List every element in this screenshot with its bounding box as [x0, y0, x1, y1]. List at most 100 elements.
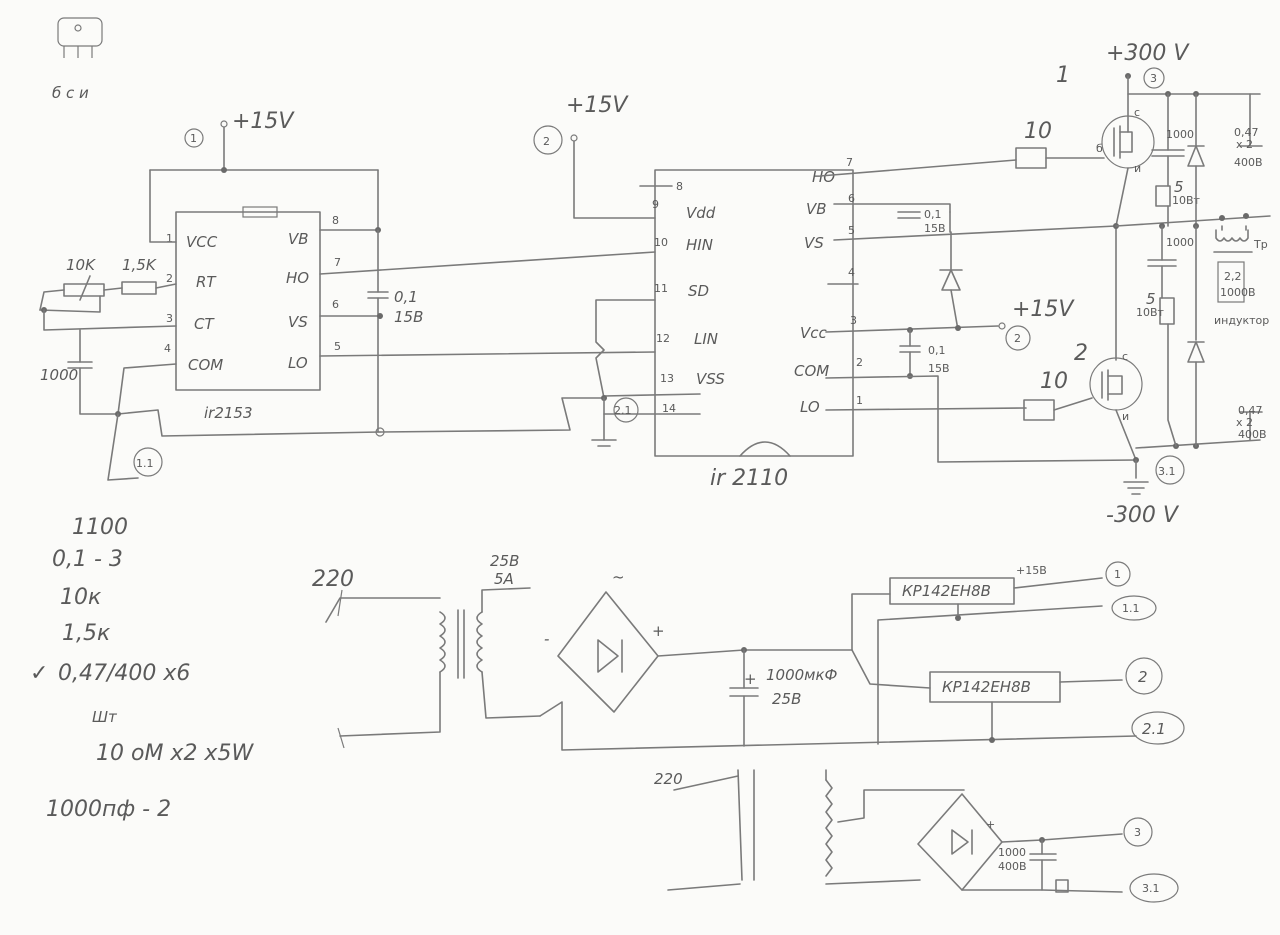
ir2110-pin-num: 5	[848, 224, 855, 237]
ir2110-pin-name: HO	[812, 168, 835, 186]
ir2153-pin-num: 3	[166, 312, 173, 325]
ir2110-vcc-cap-value: 0,1	[928, 344, 946, 357]
parts-scribble: Шт	[92, 708, 118, 726]
minus-symbol: -	[544, 630, 549, 648]
psu-mains-label: 220	[312, 567, 354, 592]
ir2110-pin-name: LIN	[694, 330, 718, 348]
ir2153-boot-cap-value: 0,1	[394, 288, 418, 306]
psu-filter-cap: 1000мкФ	[766, 666, 838, 684]
plus-symbol: +	[652, 622, 665, 640]
node-2-1-label: 2.1	[614, 404, 632, 417]
ir2153-pin-name: CT	[194, 315, 215, 333]
ir2110-pin-num: 10	[654, 236, 668, 249]
ir2110-boot-cap-value: 0,1	[924, 208, 942, 221]
ir2110-boot-cap-voltage: 15B	[924, 222, 946, 235]
psu-transformer-secondary	[476, 611, 483, 673]
ir2110-section: ir 2110 2 +15V 8 9 Vdd 10 HIN 11 SD 12 L…	[533, 93, 1137, 491]
regulator-1-label: КР142ЕН8В	[902, 582, 991, 600]
ir2110-pin-name: VB	[806, 200, 827, 218]
cap-top-value: 0,47	[1234, 126, 1259, 139]
snub-c-bot: 1000	[1166, 236, 1194, 249]
pinout-note: б с и	[52, 84, 89, 102]
parts-item: 0,1 - 3	[52, 547, 123, 572]
ir2153-pin-name: COM	[188, 356, 223, 374]
snub-r-top: 5	[1174, 178, 1184, 196]
node-1-1-label: 1.1	[136, 457, 154, 470]
output-transformer	[1215, 229, 1249, 242]
node-3-label: 3	[1150, 72, 1157, 85]
out-2-label: 2	[1138, 668, 1148, 686]
ir2110-pin-num: 12	[656, 332, 670, 345]
psu-filter-voltage: 25В	[772, 690, 801, 708]
ir2110-pin-num: 7	[846, 156, 853, 169]
cap-bot-voltage: 400В	[1238, 428, 1267, 441]
regulator-1	[889, 577, 1015, 605]
ir2110-pin-name: VSS	[696, 370, 725, 388]
ir2153-pin-name: VCC	[186, 233, 218, 251]
low-voltage-psu: 220 25B 5A ~ + - + 1000мкФ 25В КР142ЕН8В…	[312, 552, 1185, 751]
ac-symbol: ~	[612, 568, 625, 586]
filter-plus-symbol: +	[744, 670, 757, 688]
node-1-label: 1	[190, 132, 197, 145]
out-3-label: 3	[1134, 826, 1141, 839]
ir2110-pin-name: HIN	[686, 236, 713, 254]
resonant-cap-voltage: 1000В	[1220, 286, 1256, 299]
psu-sec-voltage: 25B	[490, 552, 519, 570]
ir2153-pin-num: 4	[164, 342, 171, 355]
ir2153-supply-label: +15V	[232, 109, 295, 134]
ir2110-pin-num: 13	[660, 372, 674, 385]
mosfet-low	[1089, 357, 1143, 411]
ir2153-pin-num: 5	[334, 340, 341, 353]
mos-source-label: и	[1134, 162, 1141, 175]
snub-r-top-w: 10Вт	[1172, 194, 1201, 207]
ir2110-pin-num: 3	[850, 314, 857, 327]
ir2110-pin-num: 11	[654, 282, 668, 295]
ir2110-pin-name: Vcc	[800, 324, 828, 342]
ir2110-pin-num: 2	[856, 356, 863, 369]
hv-rectifier-bridge	[917, 793, 1003, 891]
sheet-number: 1	[1056, 63, 1070, 88]
ct-cap-label: 1000	[40, 366, 78, 384]
ir2110-vcc-supply: +15V	[1012, 297, 1075, 322]
gate-r-high-label: 10	[1024, 119, 1052, 144]
ir2153-pin-num: 6	[332, 298, 339, 311]
ir2153-pin-name: VS	[288, 313, 308, 331]
parts-item: 10к	[60, 585, 102, 610]
cap-top-voltage: 400В	[1234, 156, 1263, 169]
transistor-pinout-sketch: б с и	[52, 17, 103, 102]
r2-label: 1,5K	[122, 256, 157, 274]
hv-plus-symbol: +	[986, 818, 995, 831]
gate-resistor-low	[1023, 399, 1055, 421]
parts-item: 1000пф - 2	[46, 797, 171, 822]
ir2153-chip	[175, 211, 321, 391]
ir2110-vcc-cap-voltage: 15B	[928, 362, 950, 375]
inductor-label: индуктор	[1214, 314, 1269, 327]
out-1-1-label: 1.1	[1122, 602, 1140, 615]
snub-r-bot: 5	[1146, 290, 1156, 308]
ir2110-pin-num: 14	[662, 402, 676, 415]
ir2110-pin-num: 1	[856, 394, 863, 407]
out-1-label: 1	[1114, 568, 1121, 581]
mos-drain-label: с	[1122, 350, 1128, 363]
cap-top-mult: x 2	[1236, 138, 1253, 151]
ir2153-pin-num: 1	[166, 232, 173, 245]
hv-autotransformer	[825, 779, 833, 877]
psu-transformer-primary	[439, 611, 446, 673]
half-bridge-section: 3 +300 V 10 б с и 10 с и 3.	[1015, 41, 1271, 528]
parts-item: 0,47/400 x6	[58, 661, 190, 686]
ir2153-pin-name: HO	[286, 269, 309, 287]
ir2153-boot-cap-voltage: 15B	[394, 308, 423, 326]
ir2110-pin-num: 8	[676, 180, 683, 193]
parts-item: 1100	[72, 515, 128, 540]
hv-cap-voltage: 400В	[998, 860, 1027, 873]
ir2110-supply-label: +15V	[566, 93, 629, 118]
gate-r-low-label: 10	[1040, 369, 1068, 394]
ir2153-pin-num: 2	[166, 272, 173, 285]
snub-r-bot-w: 10Вт	[1136, 306, 1165, 319]
cap-bot-mult: x 2	[1236, 416, 1253, 429]
ir2110-pin-name: Vdd	[686, 204, 716, 222]
ir2153-pin-num: 8	[332, 214, 339, 227]
ir2153-pin-name: LO	[288, 354, 308, 372]
